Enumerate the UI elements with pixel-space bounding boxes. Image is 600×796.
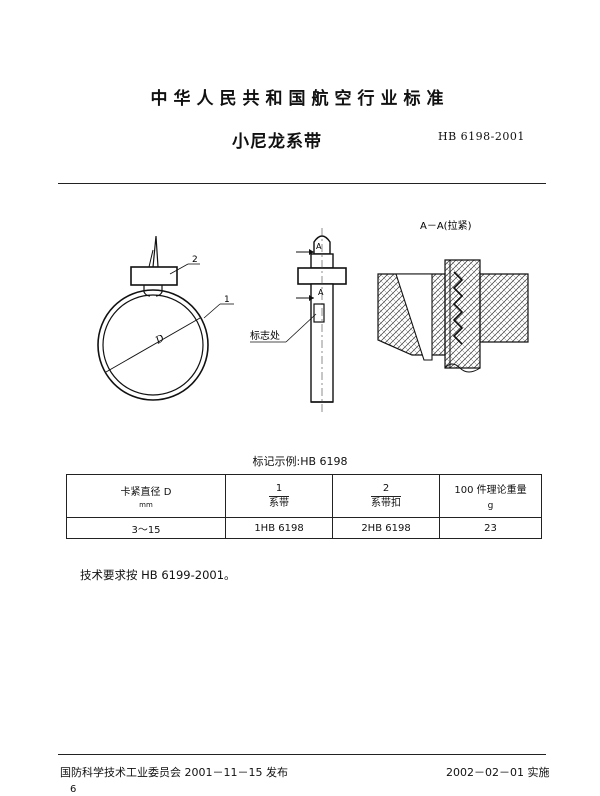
marking-leader <box>285 313 317 343</box>
standard-organization-heading: 中华人民共和国航空行业标准 <box>150 89 450 109</box>
diameter-label: D <box>153 333 166 347</box>
section-view-label: A－A(拉紧) <box>420 219 472 232</box>
specification-table: 卡紧直径 D mm 1 系带 2 系带扣 100 件理论重量 g 3～15 1H… <box>66 474 542 539</box>
table-row: 3～15 1HB 6198 2HB 6198 23 <box>66 517 542 539</box>
section-slot <box>395 273 433 361</box>
document-title: 小尼龙系带 <box>232 132 322 152</box>
standard-code: HB 6198-2001 <box>438 130 525 143</box>
side-view: A A 标志处 <box>250 228 347 412</box>
cell-diameter: 3～15 <box>66 517 226 539</box>
header-diameter-label: 卡紧直径 D <box>120 487 172 498</box>
technical-requirement: 技术要求按 HB 6199-2001。 <box>80 568 236 582</box>
page-number: 6 <box>70 784 77 795</box>
marking-window <box>313 303 325 323</box>
strap-tail-edge <box>148 249 154 268</box>
header-rule <box>58 183 546 184</box>
header-part1-number: 1 <box>269 482 289 497</box>
cell-weight: 23 <box>439 517 542 539</box>
section-teeth <box>452 271 464 345</box>
section-mark-top: A <box>316 242 322 251</box>
marking-location-label: 标志处 <box>250 329 280 342</box>
section-arrowhead-bottom <box>309 295 314 301</box>
header-diameter: 卡紧直径 D mm <box>66 474 226 518</box>
strap-tail <box>152 235 159 268</box>
implementation-date: 2002－02－01 实施 <box>446 766 550 779</box>
header-weight: 100 件理论重量 g <box>439 474 542 518</box>
cell-part2: 2HB 6198 <box>332 517 440 539</box>
header-part2-number: 2 <box>371 482 401 497</box>
front-view: D 2 1 <box>97 235 234 401</box>
header-part2: 2 系带扣 <box>332 474 440 518</box>
diameter-line <box>105 317 201 373</box>
buckle-body <box>130 266 178 286</box>
header-weight-label: 100 件理论重量 <box>454 485 527 496</box>
footer-rule <box>58 754 546 755</box>
section-mark-bottom: A <box>318 288 324 297</box>
header-part1-name: 系带 <box>269 497 289 509</box>
section-break <box>444 363 481 373</box>
strap-loop <box>97 289 209 401</box>
issue-date: 国防科学技术工业委员会 2001－11－15 发布 <box>60 766 288 779</box>
table-header-row: 卡紧直径 D mm 1 系带 2 系带扣 100 件理论重量 g <box>66 474 542 518</box>
section-right-block <box>479 273 529 343</box>
part1-leader <box>203 303 221 319</box>
header-weight-unit: g <box>487 501 494 511</box>
header-part1: 1 系带 <box>225 474 333 518</box>
part1-label: 1 <box>224 295 230 305</box>
header-part2-name: 系带扣 <box>371 497 401 509</box>
header-diameter-unit: mm <box>139 501 153 509</box>
strap-neck <box>143 285 163 297</box>
marking-example: 标记示例:HB 6198 <box>252 455 348 468</box>
cell-part1: 1HB 6198 <box>225 517 333 539</box>
section-view: A－A(拉紧) <box>377 219 529 373</box>
section-arrowhead-top <box>309 249 314 255</box>
part2-leader <box>169 263 189 275</box>
strap-loop-inner <box>102 294 204 396</box>
part2-label: 2 <box>192 255 198 265</box>
technical-drawing: D 2 1 A A 标志处 A－A(拉紧) <box>97 219 529 412</box>
